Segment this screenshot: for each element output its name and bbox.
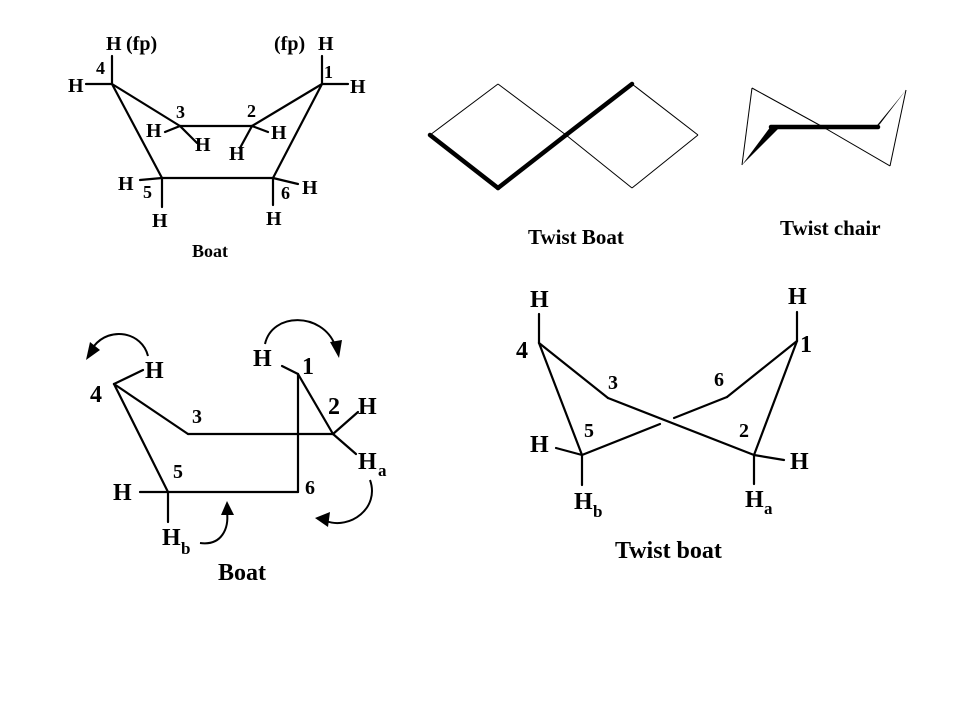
twist-boat-outline: Twist Boat [427, 81, 699, 249]
twist-chair-outline: Twist chair [741, 87, 907, 240]
boat2-h-a: H [358, 449, 377, 475]
arrow-h4-flip [93, 332, 149, 357]
boat2-sub-a: a [378, 461, 387, 480]
boat-num-5: 5 [143, 182, 152, 202]
boat2-num-2: 2 [328, 394, 340, 420]
arrow-hb-flip [199, 511, 229, 545]
boat-h-3b: H [195, 134, 211, 156]
boat2-num-5: 5 [173, 461, 183, 483]
boat-h-2b: H [229, 143, 245, 165]
boat-num-2: 2 [247, 101, 256, 121]
boat-num-1: 1 [324, 62, 333, 82]
tb-num-1: 1 [800, 332, 812, 358]
boat-num-3: 3 [176, 102, 185, 122]
twist-boat-diagram: H 4 H 1 3 6 5 2 H H H b H a Twist boat [516, 284, 812, 564]
tb-num-6: 6 [714, 369, 724, 391]
boat-h-1-out: H [350, 76, 366, 98]
tb-h-5: H [530, 432, 549, 458]
tb-h-a: H [745, 487, 764, 513]
boat-h-1-up: H [318, 33, 334, 55]
boat-h-4-out: H [68, 75, 84, 97]
boat2-h-2: H [358, 394, 377, 420]
tb-h-1: H [788, 284, 807, 310]
boat-caption-top: Boat [192, 241, 228, 261]
boat-num-4: 4 [96, 58, 105, 78]
tb-num-5: 5 [584, 420, 594, 442]
boat2-num-3: 3 [192, 406, 202, 428]
boat2-h-5: H [113, 480, 132, 506]
boat-diagram-top: H (fp) H (fp) H H H H H H H H H H 4 1 3 … [68, 33, 366, 261]
tb-num-3: 3 [608, 372, 618, 394]
boat-h-6-out: H [302, 177, 318, 199]
boat-h-6-down: H [266, 208, 282, 230]
tb-num-2: 2 [739, 420, 749, 442]
boat-num-6: 6 [281, 183, 290, 203]
twist-chair-caption: Twist chair [780, 216, 881, 240]
boat-caption-bottom: Boat [218, 560, 266, 586]
boat-fp-1: (fp) [274, 33, 305, 55]
tb-h-4: H [530, 287, 549, 313]
tb-h-b: H [574, 489, 593, 515]
boat-h-4-up: H [106, 33, 122, 55]
boat-h-3a: H [146, 120, 162, 142]
boat2-num-6: 6 [305, 477, 315, 499]
twist-boat-caption: Twist Boat [528, 225, 624, 249]
tb-sub-a: a [764, 499, 773, 518]
boat-h-5-out: H [118, 173, 134, 195]
boat2-h-4: H [145, 358, 164, 384]
arrow-ha-flip [325, 479, 373, 524]
twist-boat-caption-bottom: Twist boat [615, 538, 722, 564]
boat-h-2a: H [271, 122, 287, 144]
tb-sub-b: b [593, 502, 602, 521]
boat-fp-4: (fp) [126, 33, 157, 55]
boat2-h-1: H [253, 346, 272, 372]
boat2-num-1: 1 [302, 354, 314, 380]
boat2-num-4: 4 [90, 382, 102, 408]
tb-h-2: H [790, 449, 809, 475]
boat2-h-b: H [162, 525, 181, 551]
boat-h-5-down: H [152, 210, 168, 232]
boat2-sub-b: b [181, 539, 190, 558]
tb-num-4: 4 [516, 338, 528, 364]
arrow-h1-flip [264, 319, 336, 346]
boat-diagram-bottom: H 4 H 1 3 2 H H a 5 6 H H b Boat [86, 319, 387, 586]
